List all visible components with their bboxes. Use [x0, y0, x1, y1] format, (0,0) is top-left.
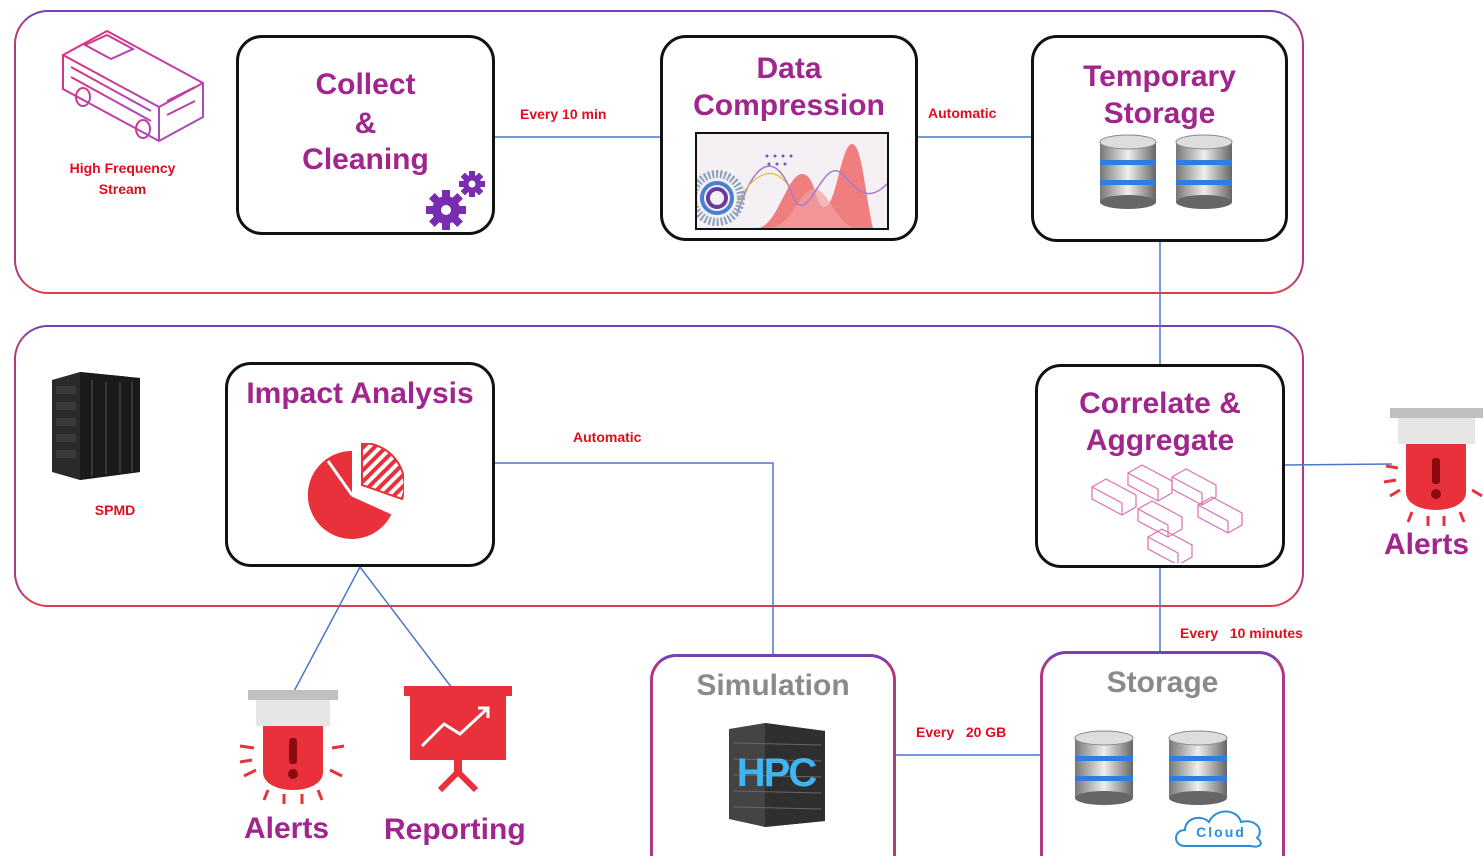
- impact-analysis-node[interactable]: Impact Analysis: [225, 362, 495, 567]
- database-icon: [1174, 134, 1234, 210]
- wire-correlate-alerts: [1284, 463, 1393, 466]
- edge-label-every-20-gb: Every 20 GB: [916, 724, 1007, 740]
- alerts-right-label: Alerts: [1384, 528, 1470, 561]
- alert-siren-icon: [236, 690, 346, 806]
- high-frequency-stream-label: High Frequency Stream: [69, 160, 176, 197]
- top-lane: [14, 10, 1304, 294]
- pie-chart-icon: [307, 441, 406, 539]
- data-compression-node[interactable]: Data Compression: [660, 35, 918, 241]
- wire-impact-reporting: [359, 566, 453, 689]
- correlate-title-line2: Aggregate: [1085, 423, 1235, 457]
- edge-label-automatic-middle: Automatic: [573, 429, 642, 445]
- alert-siren-icon: [1380, 408, 1483, 528]
- simulation-title: Simulation: [696, 669, 850, 702]
- compression-title-line2: Compression: [693, 88, 885, 122]
- hpc-label: HPC: [736, 751, 817, 795]
- compression-title-line1: Data: [756, 52, 822, 85]
- impact-analysis-title: Impact Analysis: [246, 377, 474, 410]
- presentation-chart-icon: [404, 686, 514, 793]
- reporting-label: Reporting: [384, 813, 526, 846]
- collect-title-line2: &: [354, 106, 377, 140]
- temp-storage-title-line1: Temporary: [1083, 60, 1236, 93]
- database-icon: [1167, 730, 1229, 806]
- database-icon: [1073, 730, 1135, 806]
- cloud-label: Cloud: [1196, 824, 1246, 840]
- edge-label-every-10-min: Every 10 min: [520, 106, 607, 122]
- spmd-label: SPMD: [94, 502, 136, 518]
- simulation-node[interactable]: Simulation HPC: [650, 654, 896, 856]
- correlate-aggregate-node[interactable]: Correlate & Aggregate: [1035, 364, 1285, 568]
- cloud-icon: Cloud: [1171, 802, 1271, 852]
- bus-fleet-icon: [1088, 459, 1248, 566]
- gears-icon: [422, 166, 492, 236]
- edge-label-every-10-minutes: Every 10 minutes: [1180, 625, 1303, 641]
- bus-icon: [55, 25, 210, 145]
- server-rack-icon: [50, 372, 142, 480]
- temp-storage-title-line2: Storage: [1103, 96, 1216, 130]
- database-icon: [1098, 134, 1158, 210]
- collect-cleaning-node[interactable]: Collect & Cleaning: [236, 35, 495, 235]
- waveform-image: [695, 132, 889, 230]
- storage-title: Storage: [1106, 666, 1219, 699]
- temporary-storage-node[interactable]: Temporary Storage: [1031, 35, 1288, 242]
- middle-lane: [14, 325, 1304, 607]
- correlate-title-line1: Correlate &: [1079, 387, 1241, 420]
- collect-title-line3: Cleaning: [302, 143, 429, 176]
- wire-impact-alerts: [291, 566, 361, 696]
- edge-label-automatic-top: Automatic: [928, 105, 997, 121]
- wire-impact-simulation: [495, 462, 774, 654]
- collect-title-line1: Collect: [315, 68, 416, 101]
- storage-node[interactable]: Storage Cloud: [1040, 651, 1285, 856]
- hpc-server-icon: HPC: [721, 723, 831, 827]
- alerts-bottom-label: Alerts: [244, 812, 330, 845]
